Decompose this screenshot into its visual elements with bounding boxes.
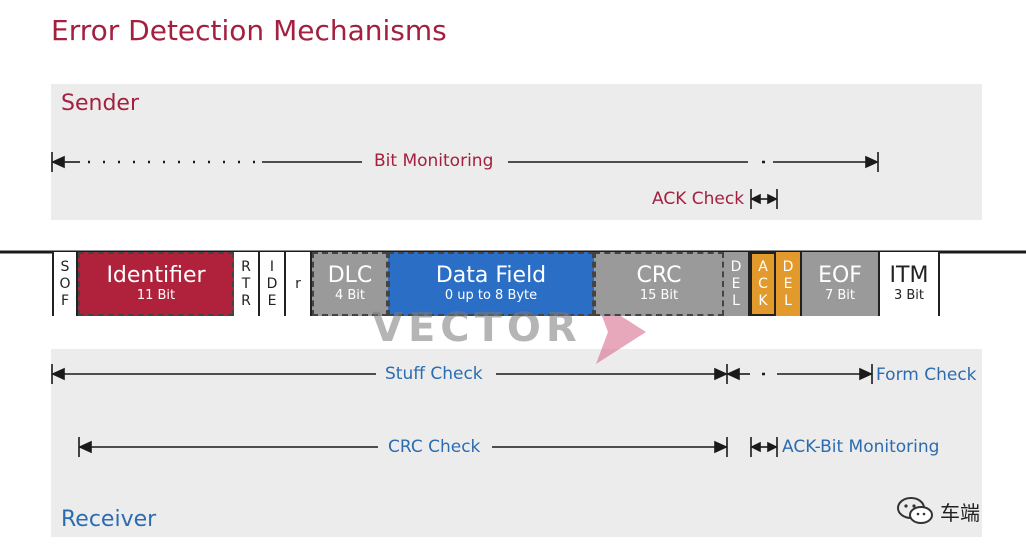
bit-monitoring-label: Bit Monitoring [374,151,494,171]
field-ack: A C K [750,252,776,316]
wechat-icon [897,497,933,524]
crc-bits: 15 Bit [639,288,679,303]
crc-name: CRC [636,263,682,288]
eof-bits: 7 Bit [824,288,856,303]
field-itm: ITM 3 Bit [880,252,940,316]
sender-panel [51,84,982,220]
dlc-name: DLC [327,263,373,288]
identifier-bits: 11 Bit [136,288,176,303]
field-eof: EOF 7 Bit [802,252,880,316]
field-del-1: D E L [724,252,750,316]
slide-title: Error Detection Mechanisms [51,14,447,47]
form-check-label: Form Check [876,365,977,385]
vector-watermark: VECTOR [372,305,582,351]
eof-name: EOF [818,263,862,288]
watermark-chevron [596,300,646,364]
crc-check-label: CRC Check [388,437,481,457]
receiver-label: Receiver [61,507,157,532]
ack-check-label: ACK Check [652,189,745,209]
field-ide: I D E [260,252,286,316]
field-sof: S O F [52,252,78,316]
field-dlc: DLC 4 Bit [312,252,388,316]
field-r: r [286,252,312,316]
wechat-account-name: 车端 [940,500,980,525]
itm-name: ITM [889,263,929,288]
stuff-check-label: Stuff Check [385,364,483,384]
itm-bits: 3 Bit [893,288,925,303]
bit-monitoring-right-arrowhead [865,155,879,169]
data-field-name: Data Field [435,263,547,288]
field-crc: CRC 15 Bit [594,252,724,316]
receiver-panel [51,349,982,537]
field-identifier: Identifier 11 Bit [78,252,234,316]
dlc-bits: 4 Bit [334,288,366,303]
field-data: Data Field 0 up to 8 Byte [388,252,594,316]
sender-label: Sender [61,91,139,116]
wechat-watermark: 车端 [896,496,980,526]
field-rtr: R T R [234,252,260,316]
data-field-bytes: 0 up to 8 Byte [444,288,538,303]
bit-monitoring-left-arrowhead [51,155,65,169]
identifier-name: Identifier [106,263,206,288]
field-del-2: D E L [776,252,802,316]
ack-bit-monitoring-label: ACK-Bit Monitoring [782,437,940,457]
